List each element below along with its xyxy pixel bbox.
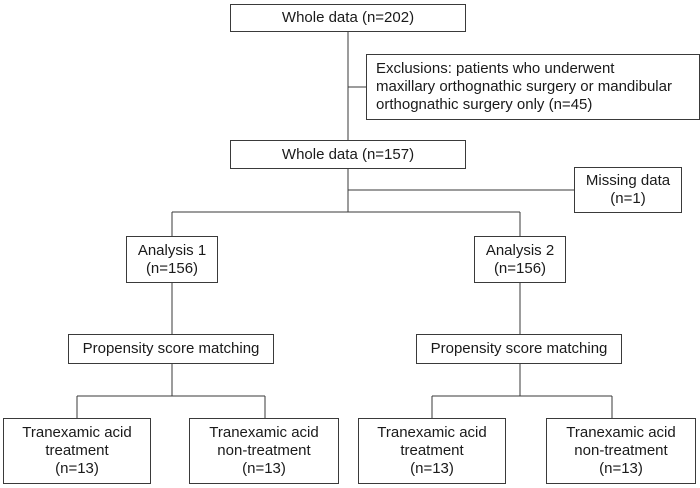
analysis2-matching-box: Propensity score matching <box>416 334 622 364</box>
missing-data-line-2: (n=1) <box>610 190 646 207</box>
analysis2-non-treatment-line-2: non-treatment <box>574 442 668 459</box>
analysis1-treatment-line-2: treatment <box>45 442 109 459</box>
analysis2-title: Analysis 2 <box>485 241 555 259</box>
analysis1-box: Analysis 1 (n=156) <box>126 236 218 283</box>
analysis1-count: (n=156) <box>145 259 199 277</box>
missing-data-box: Missing data (n=1) <box>574 167 682 213</box>
analysis1-non-treatment-line-2: non-treatment <box>217 442 311 459</box>
analysis1-non-treatment-box: Tranexamic acid non-treatment (n=13) <box>189 418 339 484</box>
exclusions-line-2: maxillary orthognathic surgery or mandib… <box>376 78 672 95</box>
exclusions-box: Exclusions: patients who underwent maxil… <box>366 54 700 120</box>
analysis2-treatment-line-2: treatment <box>400 442 464 459</box>
analysis1-matching-box: Propensity score matching <box>68 334 274 364</box>
analysis1-non-treatment-line-1: Tranexamic acid <box>209 424 319 441</box>
analysis2-box: Analysis 2 (n=156) <box>474 236 566 283</box>
analysis1-treatment-line-3: (n=13) <box>55 460 99 477</box>
analysis2-treatment-box: Tranexamic acid treatment (n=13) <box>358 418 506 484</box>
analysis1-treatment-box: Tranexamic acid treatment (n=13) <box>3 418 151 484</box>
analysis1-non-treatment-line-3: (n=13) <box>242 460 286 477</box>
exclusions-line-1: Exclusions: patients who underwent <box>376 60 615 77</box>
analysis1-treatment-line-1: Tranexamic acid <box>22 424 132 441</box>
analysis2-treatment-line-1: Tranexamic acid <box>377 424 487 441</box>
exclusions-line-3: orthognathic surgery only (n=45) <box>376 96 593 113</box>
analysis2-count: (n=156) <box>493 259 547 277</box>
whole-data-initial-box: Whole data (n=202) <box>230 4 466 32</box>
analysis2-non-treatment-line-3: (n=13) <box>599 460 643 477</box>
whole-data-after-text: Whole data (n=157) <box>281 145 415 163</box>
analysis1-matching-text: Propensity score matching <box>82 340 260 357</box>
analysis1-title: Analysis 1 <box>137 241 207 259</box>
analysis2-non-treatment-line-1: Tranexamic acid <box>566 424 676 441</box>
missing-data-line-1: Missing data <box>585 172 671 189</box>
analysis2-treatment-line-3: (n=13) <box>410 460 454 477</box>
analysis2-non-treatment-box: Tranexamic acid non-treatment (n=13) <box>546 418 696 484</box>
whole-data-initial-text: Whole data (n=202) <box>281 9 415 26</box>
whole-data-after-box: Whole data (n=157) <box>230 140 466 169</box>
analysis2-matching-text: Propensity score matching <box>430 340 608 357</box>
